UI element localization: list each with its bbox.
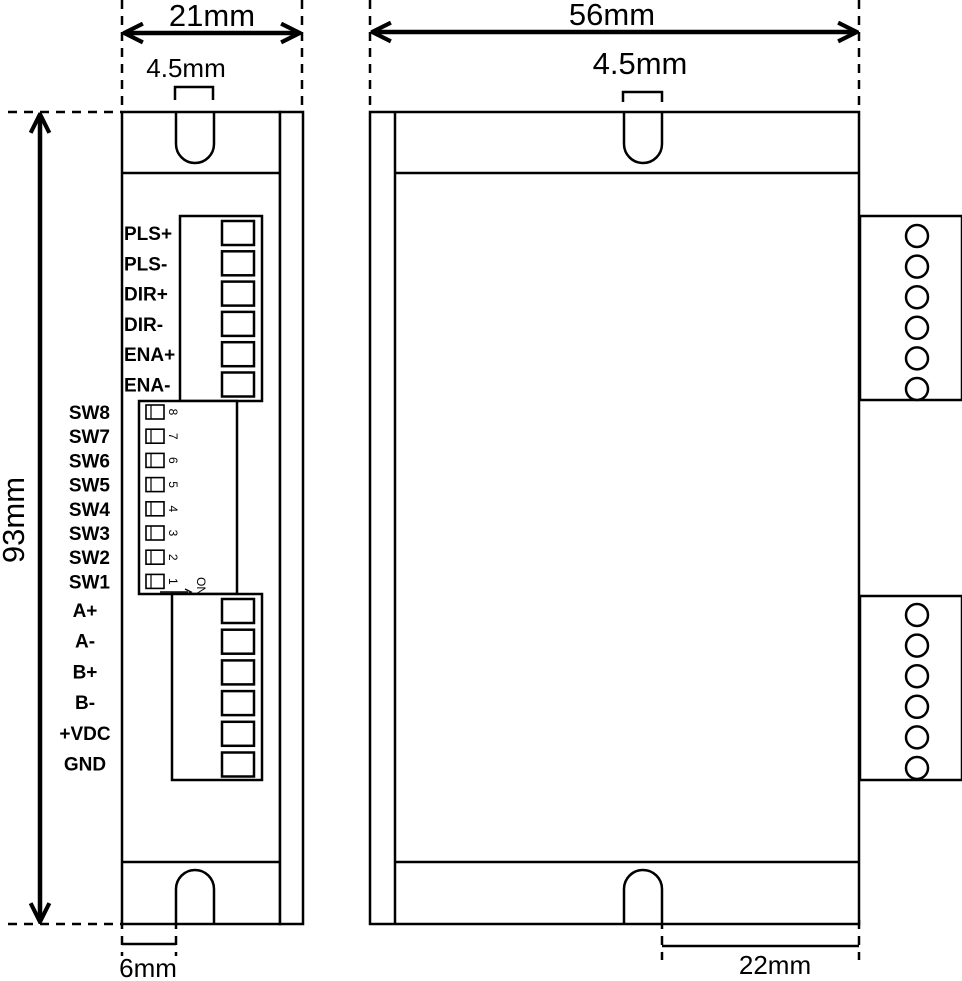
height-label: 93mm xyxy=(0,477,31,563)
power-terminal-slot xyxy=(220,751,256,778)
front-top-mount-slot xyxy=(622,112,664,165)
switch-label: SW3 xyxy=(69,524,110,545)
side-view: PLS+ PLS- DIR+ DIR- ENA+ ENA- 8 7 6 5 4 3 2 1 SW8SW7… xyxy=(59,110,305,926)
power-terminal-slot xyxy=(220,597,256,625)
signal-terminal-slot xyxy=(220,371,256,398)
dip-switch-lever xyxy=(145,549,165,566)
screw-terminal xyxy=(904,725,930,750)
front-width-label: 56mm xyxy=(569,0,655,32)
switch-label: SW2 xyxy=(69,548,110,569)
power-pin-label: +VDC xyxy=(59,724,110,745)
screw-terminal xyxy=(904,254,930,279)
switch-label: SW7 xyxy=(69,427,110,448)
signal-terminal-slot xyxy=(220,340,256,368)
power-pin-label: A- xyxy=(75,632,95,653)
front-power-screws xyxy=(904,602,930,781)
screw-terminal xyxy=(904,663,930,689)
signal-terminal-slot xyxy=(220,280,256,307)
power-pin-label: B+ xyxy=(73,662,98,683)
signal-pin-label: ENA+ xyxy=(124,345,175,366)
dip-on-label: ON xyxy=(194,577,208,595)
side-slot-label: 4.5mm xyxy=(146,53,225,83)
edge-offset-label: 6mm xyxy=(119,953,177,981)
screw-terminal xyxy=(904,755,930,781)
screw-terminal xyxy=(904,315,930,341)
height-dimension: 93mm xyxy=(0,110,122,926)
front-slot-dimension: 4.5mm xyxy=(593,46,688,102)
dip-number: 2 xyxy=(166,554,180,561)
screw-terminal xyxy=(904,694,930,720)
signal-terminal-slot xyxy=(220,310,256,338)
power-terminals xyxy=(220,597,256,778)
dip-number: 7 xyxy=(166,433,180,440)
front-body xyxy=(368,110,861,926)
side-heatsink-fin xyxy=(278,110,305,926)
switch-label: SW1 xyxy=(69,572,111,593)
front-slot-label: 4.5mm xyxy=(593,46,688,81)
front-view xyxy=(368,110,962,926)
dip-switch-lever xyxy=(145,525,165,541)
front-width-dimension: 56mm xyxy=(368,0,861,112)
side-slot-dimension: 4.5mm xyxy=(146,53,226,100)
signal-pin-label: ENA- xyxy=(124,376,170,397)
signal-connector xyxy=(178,214,264,403)
slot-offset-dimension: 22mm xyxy=(660,920,861,980)
dip-switches: 8 7 6 5 4 3 2 1 xyxy=(145,404,180,590)
switch-label: SW5 xyxy=(69,476,111,497)
power-pin-label: B- xyxy=(75,693,95,714)
power-terminal-slot xyxy=(220,659,256,686)
signal-pin-label: PLS- xyxy=(124,254,167,275)
switch-label: SW8 xyxy=(69,403,110,424)
screw-terminal xyxy=(904,376,930,402)
dip-number: 6 xyxy=(166,457,180,464)
edge-offset-dimension: 6mm xyxy=(119,920,178,981)
front-bottom-mount-slot xyxy=(622,868,664,924)
power-terminal-slot xyxy=(220,689,256,717)
dip-switch-lever xyxy=(145,452,165,469)
slot-offset-label: 22mm xyxy=(739,950,811,980)
side-top-mount-slot xyxy=(174,112,216,165)
dip-switch-lever xyxy=(145,428,165,445)
screw-terminal xyxy=(904,223,930,249)
signal-terminal-slot xyxy=(220,219,256,247)
dip-switch-lever xyxy=(145,573,165,590)
power-pin-labels: A+ A- B+ B- +VDC GND xyxy=(59,601,110,776)
power-connector xyxy=(170,592,264,782)
screw-terminal xyxy=(904,602,930,628)
switch-label: SW4 xyxy=(69,500,111,521)
screw-terminal xyxy=(904,284,930,310)
power-pin-label: GND xyxy=(64,755,106,776)
dip-number: 3 xyxy=(166,530,180,537)
dip-switch-lever xyxy=(145,500,165,517)
front-power-connector xyxy=(858,594,962,782)
screw-terminal xyxy=(904,346,930,371)
signal-pin-labels: PLS+ PLS- DIR+ DIR- ENA+ ENA- xyxy=(124,224,175,397)
front-signal-screws xyxy=(904,223,930,402)
signal-terminals xyxy=(220,219,256,398)
dip-switch-lever xyxy=(145,404,165,420)
power-terminal-slot xyxy=(220,628,256,655)
power-pin-label: A+ xyxy=(73,601,98,622)
side-width-dimension: 21mm xyxy=(120,0,304,112)
screw-terminal xyxy=(904,633,930,658)
dip-switch-lever xyxy=(145,476,165,493)
power-terminal-slot xyxy=(220,720,256,748)
dip-number: 1 xyxy=(166,578,180,585)
switch-label: SW6 xyxy=(69,451,110,472)
side-bottom-mount-slot xyxy=(174,868,216,924)
signal-pin-label: DIR- xyxy=(124,315,163,336)
side-width-label: 21mm xyxy=(169,0,255,33)
signal-pin-label: PLS+ xyxy=(124,224,172,245)
dip-number: 4 xyxy=(166,505,180,512)
signal-pin-label: DIR+ xyxy=(124,285,168,306)
dip-number: 8 xyxy=(166,409,180,416)
signal-terminal-slot xyxy=(220,250,256,277)
dip-number: 5 xyxy=(166,481,180,488)
